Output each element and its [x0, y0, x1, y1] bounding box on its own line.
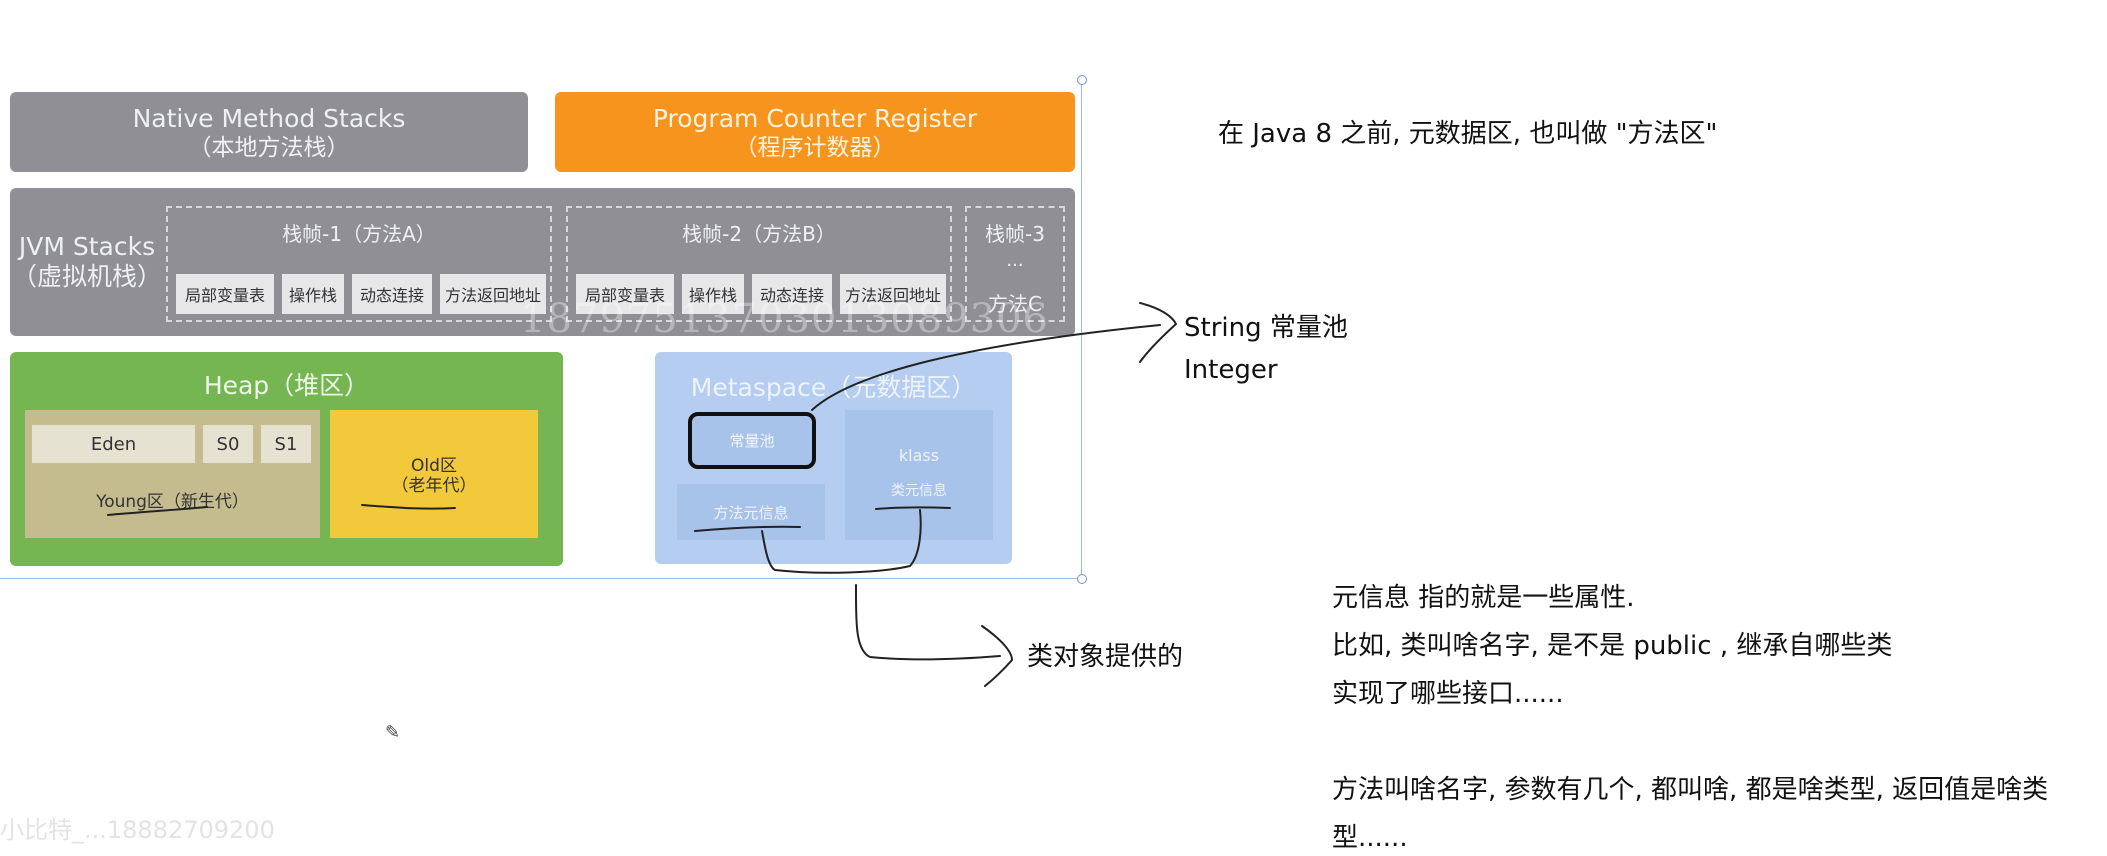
selection-handle-top[interactable] — [1077, 75, 1087, 85]
constant-pool-box: 常量池 — [688, 412, 816, 469]
stack-frame-3-title: 栈帧-3 — [985, 222, 1045, 246]
note-class-object: 类对象提供的 — [1027, 642, 1184, 672]
pencil-cursor-icon: ✎ — [385, 722, 401, 743]
program-counter-title: Program Counter Register — [652, 104, 978, 133]
old-generation-box: Old区 （老年代） — [330, 410, 538, 538]
return-address-cell: 方法返回地址 — [440, 274, 546, 314]
ink-bracket-meta — [761, 509, 922, 574]
note-meta-line-3: 实现了哪些接口...... — [1332, 679, 1564, 709]
ink-underline-young — [107, 506, 208, 516]
old-generation-sublabel: （老年代） — [391, 476, 477, 496]
local-variable-table-cell: 局部变量表 — [576, 274, 674, 314]
s0-cell: S0 — [203, 425, 253, 463]
ink-underline-class-meta — [875, 506, 951, 510]
note-method-line-2: 型...... — [1332, 823, 1408, 853]
ink-underline-old — [361, 504, 456, 510]
stack-frame-2: 栈帧-2（方法B） 局部变量表 操作栈 动态连接 方法返回地址 — [566, 206, 952, 322]
dynamic-linking-cell: 动态连接 — [352, 274, 432, 314]
native-method-stacks-box: Native Method Stacks （本地方法栈） — [10, 92, 528, 172]
stack-frame-3: 栈帧-3 ... 方法C — [965, 206, 1065, 322]
selection-frame[interactable] — [0, 80, 1082, 579]
young-generation-label: Young区（新生代） — [96, 492, 249, 512]
old-generation-label: Old区 — [411, 456, 457, 476]
stack-frame-3-dots: ... — [1006, 250, 1024, 271]
note-method-info: 方法叫啥名字, 参数有几个, 都叫啥, 都是啥类型, 返回值是啥类 型.....… — [1332, 766, 2048, 856]
jvm-stacks-label-cn: （虚拟机栈） — [12, 262, 163, 291]
class-meta-label: 类元信息 — [891, 483, 947, 499]
ink-arrow-pool-to-string — [811, 302, 1177, 411]
note-method-area: 在 Java 8 之前, 元数据区, 也叫做 "方法区" — [1218, 119, 1718, 149]
note-method-line-1: 方法叫啥名字, 参数有几个, 都叫啥, 都是啥类型, 返回值是啥类 — [1332, 775, 2049, 805]
metaspace-title: Metaspace（元数据区） — [690, 373, 977, 402]
program-counter-box: Program Counter Register （程序计数器） — [555, 92, 1075, 172]
program-counter-subtitle: （程序计数器） — [734, 135, 896, 161]
watermark-bottom: 小比特_...18882709200 — [0, 816, 275, 844]
stack-frame-2-title: 栈帧-2（方法B） — [682, 222, 836, 246]
watermark-number: 18797513703013089306 — [520, 296, 1049, 342]
selection-handle-corner[interactable] — [1077, 574, 1087, 584]
jvm-stacks-label-en: JVM Stacks — [18, 232, 156, 261]
operand-stack-cell: 操作栈 — [682, 274, 744, 314]
note-string-pool: String 常量池 — [1184, 313, 1348, 343]
local-variable-table-cell: 局部变量表 — [176, 274, 274, 314]
stack-frame-1: 栈帧-1（方法A） 局部变量表 操作栈 动态连接 方法返回地址 — [166, 206, 552, 322]
note-meta-info: 元信息 指的就是一些属性. 比如, 类叫啥名字, 是不是 public , 继承… — [1332, 574, 1892, 718]
note-integer: Integer — [1184, 355, 1278, 385]
s1-cell: S1 — [261, 425, 311, 463]
ink-underline-method-meta — [694, 525, 801, 532]
native-method-stacks-subtitle: （本地方法栈） — [188, 135, 350, 161]
note-meta-line-1: 元信息 指的就是一些属性. — [1332, 583, 1635, 613]
return-address-cell: 方法返回地址 — [840, 274, 946, 314]
jvm-stacks-label: JVM Stacks （虚拟机栈） — [12, 232, 162, 292]
native-method-stacks-title: Native Method Stacks — [132, 104, 406, 133]
klass-box: klass 类元信息 — [845, 410, 993, 540]
dynamic-linking-cell: 动态连接 — [752, 274, 832, 314]
klass-label: klass — [898, 446, 940, 465]
stack-frame-3-method: 方法C — [988, 292, 1042, 316]
eden-cell: Eden — [32, 425, 195, 463]
note-meta-line-2: 比如, 类叫啥名字, 是不是 public , 继承自哪些类 — [1332, 631, 1893, 661]
heap-title: Heap（堆区） — [203, 371, 370, 400]
stack-frame-1-title: 栈帧-1（方法A） — [282, 222, 436, 246]
operand-stack-cell: 操作栈 — [282, 274, 344, 314]
ink-arrow-to-class-object — [854, 584, 1013, 687]
